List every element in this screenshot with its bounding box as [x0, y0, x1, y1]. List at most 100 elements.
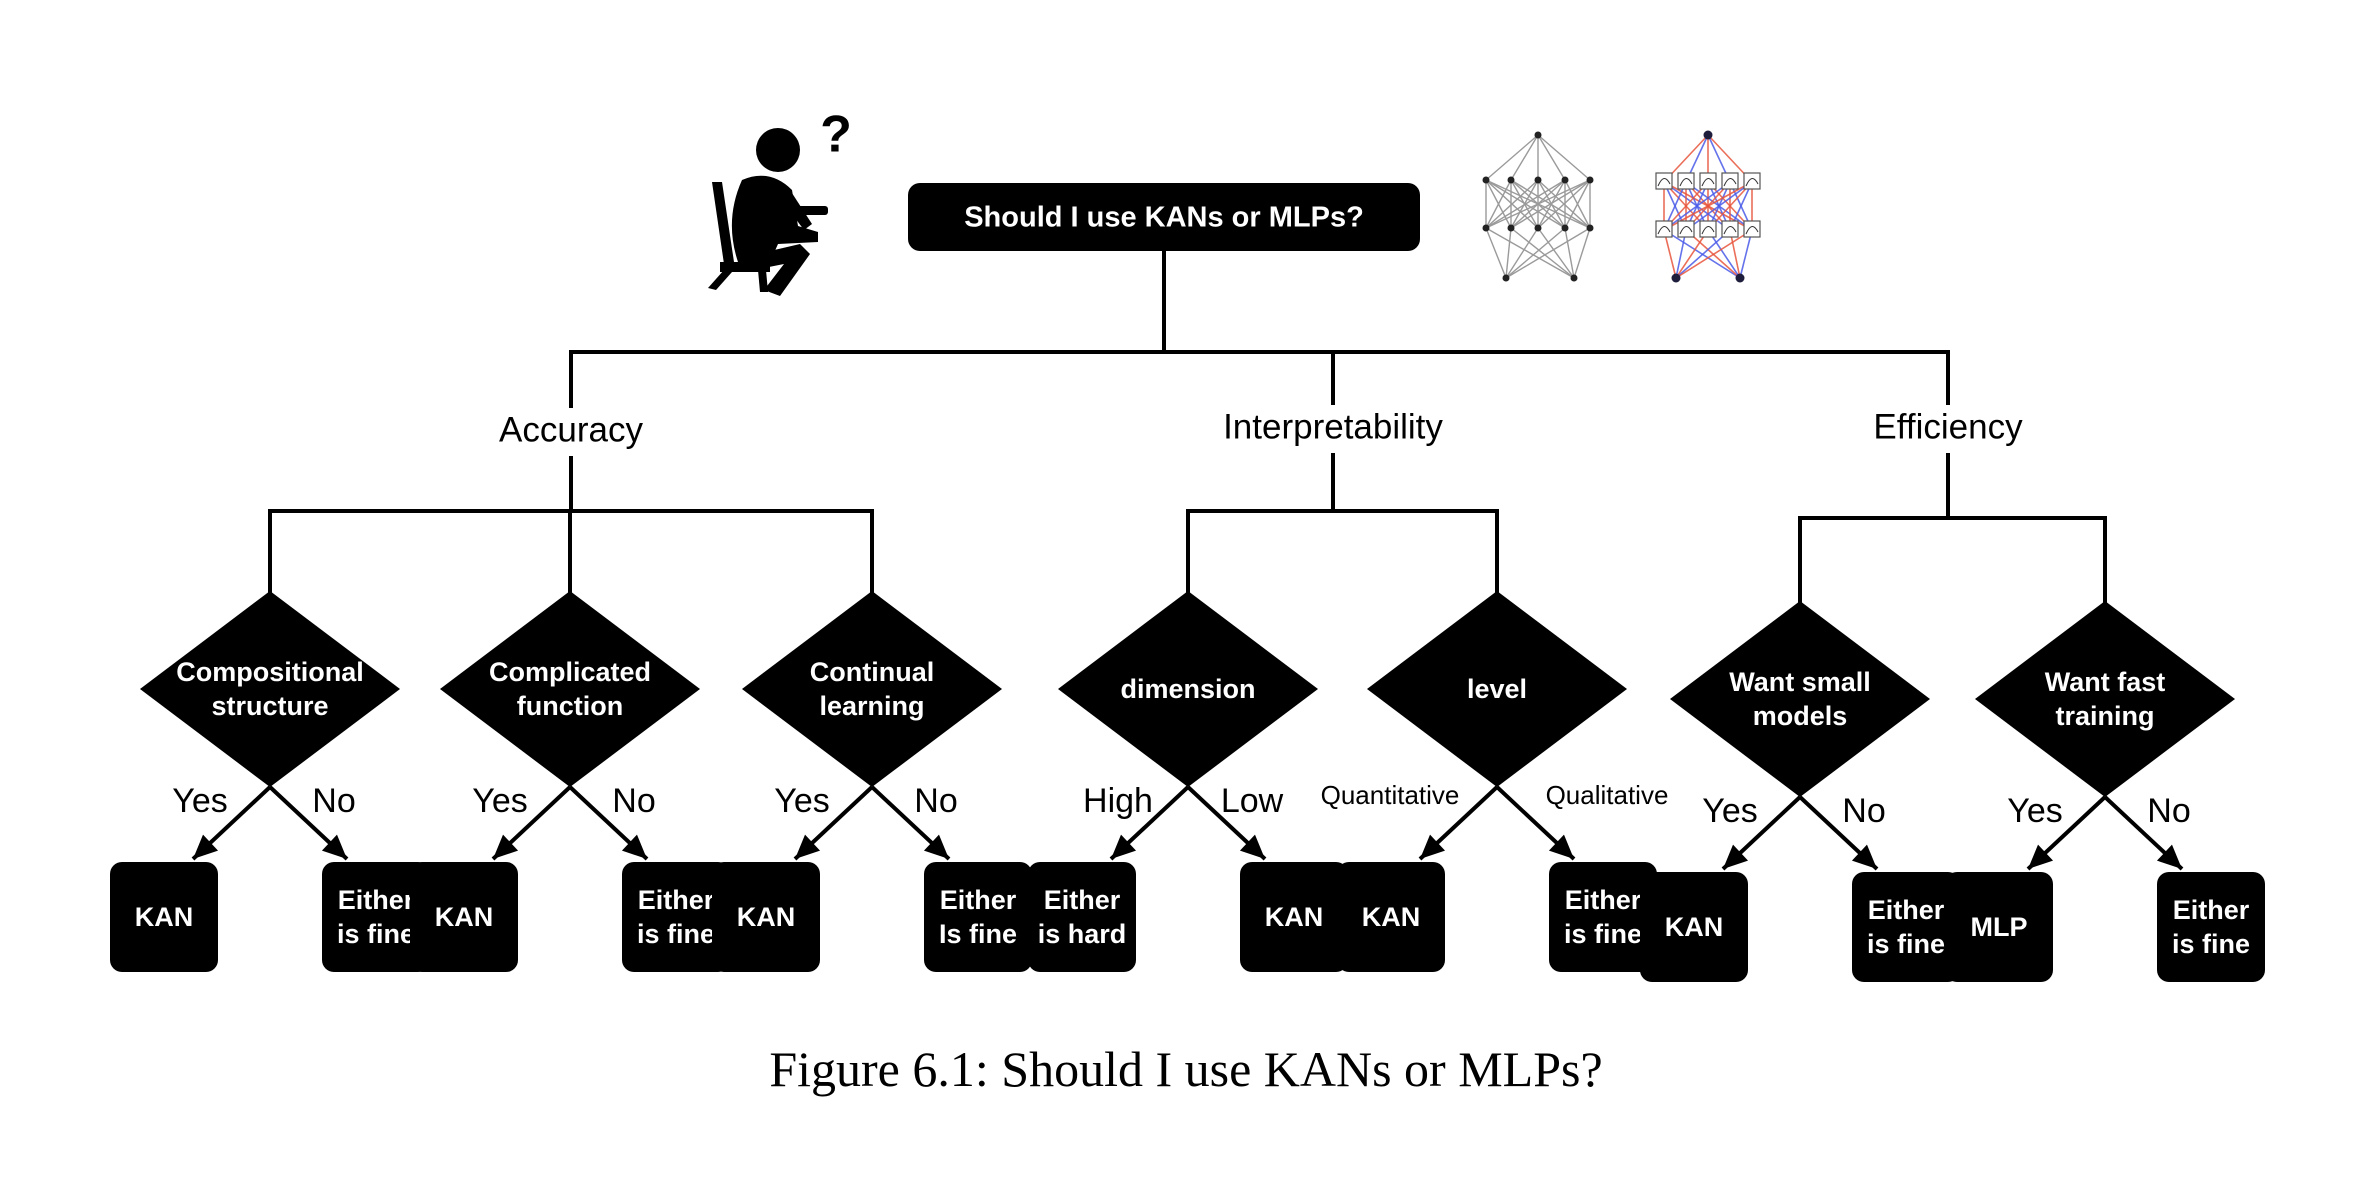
mlp-node — [1507, 176, 1515, 184]
answer-label: No — [2147, 792, 2190, 830]
kan-spline-box — [1743, 220, 1761, 238]
arrow-head — [1111, 834, 1137, 859]
mlp-edge — [1485, 179, 1539, 229]
kan-edge — [1675, 229, 1687, 279]
mlp-edge — [1537, 134, 1566, 181]
kan-spline-box — [1677, 172, 1695, 190]
question-diamond — [1670, 601, 1930, 797]
arrow-head — [1420, 834, 1446, 859]
answer-label: No — [612, 782, 655, 820]
question-diamond — [742, 591, 1002, 787]
mlp-node — [1482, 224, 1490, 232]
answer-label: Low — [1221, 782, 1284, 820]
result-box — [1549, 862, 1657, 972]
result-label: Either — [940, 885, 1017, 915]
person-head — [756, 128, 800, 172]
mlp-edge — [1485, 134, 1539, 181]
arrow-head — [923, 834, 949, 859]
result-box — [2157, 872, 2265, 982]
question-label: structure — [211, 691, 328, 721]
mlp-edge — [1485, 179, 1512, 229]
category-label: Interpretability — [1223, 407, 1443, 446]
mlp-edge — [1537, 179, 1591, 229]
thinking-person-icon — [708, 128, 828, 296]
mlp-edge — [1485, 179, 1566, 229]
kan-spline-box — [1677, 220, 1695, 238]
result-box — [1337, 862, 1445, 972]
mlp-node — [1507, 224, 1515, 232]
mlp-node — [1534, 224, 1542, 232]
result-label: Either — [338, 885, 415, 915]
result-box — [110, 862, 218, 972]
kan-edge — [1685, 181, 1753, 231]
answer-label: No — [312, 782, 355, 820]
result-box — [1240, 862, 1348, 972]
kan-edge — [1675, 229, 1731, 279]
category-label: Accuracy — [499, 410, 643, 449]
chair-leg — [708, 270, 732, 290]
result-label: is fine — [637, 919, 715, 949]
question-label: function — [517, 691, 623, 721]
arrow-head — [493, 834, 519, 859]
result-label: Either — [1044, 885, 1121, 915]
answer-label: Yes — [1702, 792, 1757, 830]
answer-label: Qualitative — [1546, 780, 1669, 810]
mlp-network-icon — [1482, 131, 1594, 282]
result-box — [1640, 872, 1748, 982]
kan-spline-curve — [1723, 226, 1737, 235]
arrow-head — [1239, 834, 1265, 859]
answer-label: No — [1842, 792, 1885, 830]
question-diamond — [1367, 591, 1627, 787]
result-label: is fine — [1867, 929, 1945, 959]
mlp-edge — [1485, 179, 1591, 229]
kan-edge — [1729, 229, 1741, 279]
chair-seat — [720, 262, 770, 272]
question-label: models — [1753, 701, 1848, 731]
result-box — [1945, 872, 2053, 982]
chair-leg — [758, 270, 768, 292]
result-label: KAN — [135, 902, 194, 932]
kan-node — [1671, 273, 1681, 283]
mlp-edge — [1537, 227, 1575, 279]
question-label: Want fast — [2045, 667, 2166, 697]
kan-spline-box — [1743, 172, 1761, 190]
result-label: KAN — [1362, 902, 1421, 932]
kan-spline-curve — [1701, 226, 1715, 235]
icons: ? — [708, 106, 1761, 296]
chair-back — [712, 182, 734, 264]
connector-lines — [191, 249, 2184, 871]
arrow-head — [1723, 844, 1749, 869]
kan-spline-box — [1699, 220, 1717, 238]
arrow-head — [1851, 844, 1877, 869]
question-label: learning — [819, 691, 924, 721]
result-label: Either — [638, 885, 715, 915]
mlp-node — [1534, 131, 1542, 139]
kan-node — [1735, 273, 1745, 283]
kan-edge — [1739, 229, 1753, 279]
kan-edge — [1707, 229, 1741, 279]
person-body — [731, 175, 818, 262]
mlp-edge — [1485, 227, 1575, 279]
mlp-edge — [1505, 227, 1591, 279]
kan-spline-curve — [1657, 226, 1671, 235]
result-label: Is fine — [939, 919, 1017, 949]
question-diamond — [440, 591, 700, 787]
result-label: is fine — [337, 919, 415, 949]
mlp-node — [1482, 176, 1490, 184]
kan-node — [1703, 130, 1713, 140]
result-label: is fine — [1564, 919, 1642, 949]
kan-spline-box — [1721, 172, 1739, 190]
mlp-edge — [1564, 179, 1591, 229]
result-label: KAN — [435, 902, 494, 932]
result-box — [1028, 862, 1136, 972]
answer-label: Yes — [472, 782, 527, 820]
question-diamond — [140, 591, 400, 787]
mlp-edge — [1573, 227, 1591, 279]
figure-caption: Figure 6.1: Should I use KANs or MLPs? — [769, 1041, 1603, 1097]
mlp-node — [1561, 176, 1569, 184]
kan-spline-box — [1721, 220, 1739, 238]
person-legs — [740, 244, 810, 296]
kan-spline-curve — [1679, 226, 1693, 235]
question-label: Want small — [1729, 667, 1871, 697]
